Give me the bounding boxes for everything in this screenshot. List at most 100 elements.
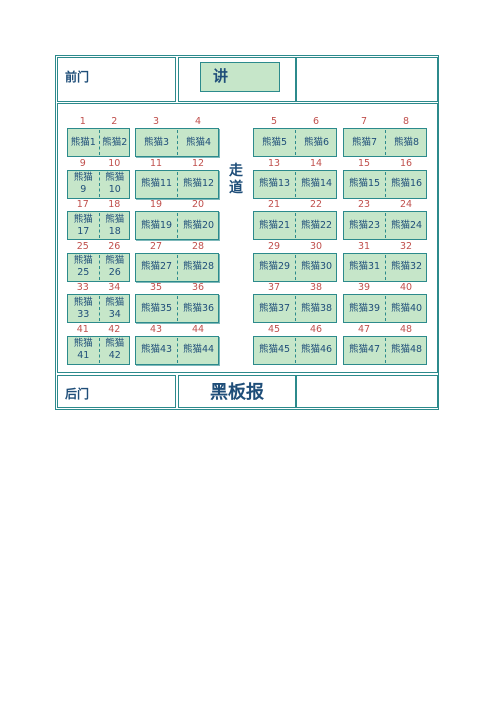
back-door-cell: 后门 <box>57 375 176 408</box>
seat-number: 21 <box>267 199 281 210</box>
desk: 熊猫39 熊猫40 <box>343 294 427 323</box>
seat-number: 15 <box>357 157 371 169</box>
seat-name[interactable]: 熊猫16 <box>390 178 423 189</box>
seat-number: 11 <box>149 157 163 169</box>
seat-number: 4 <box>194 116 202 127</box>
seat-number: 33 <box>76 282 89 293</box>
seat-name[interactable]: 熊猫40 <box>390 302 423 314</box>
seat-number: 5 <box>270 116 278 127</box>
desk: 熊猫19 熊猫20 <box>135 211 219 240</box>
seat-name[interactable]: 熊猫39 <box>348 302 381 314</box>
classroom-area <box>57 103 438 373</box>
seat-number: 45 <box>267 323 281 335</box>
seat-name[interactable]: 熊猫1 <box>70 136 96 148</box>
seat-name[interactable]: 熊猫14 <box>300 178 333 189</box>
seat-name[interactable]: 熊猫46 <box>300 344 333 355</box>
seat-number: 17 <box>76 199 89 210</box>
desk: 熊猫15 熊猫16 <box>343 169 427 199</box>
seat-name[interactable]: 熊猫8 <box>393 136 420 148</box>
seat-name[interactable]: 熊猫35 <box>140 302 173 314</box>
seat-name[interactable]: 熊猫30 <box>300 261 333 272</box>
podium: 讲 <box>200 62 280 92</box>
seat-name[interactable]: 熊猫23 <box>348 219 381 231</box>
seat-name[interactable]: 熊猫20 <box>182 219 215 231</box>
seat-name[interactable]: 熊猫22 <box>300 219 333 231</box>
seat-number: 42 <box>108 323 121 335</box>
seat-number: 28 <box>191 240 205 252</box>
seat-name[interactable]: 熊猫45 <box>258 344 291 355</box>
seat-name[interactable]: 熊猫38 <box>300 302 333 314</box>
seat-name[interactable]: 熊猫29 <box>258 261 291 272</box>
blackboard-cell <box>178 375 296 408</box>
seat-number: 13 <box>267 157 281 169</box>
seat-name[interactable]: 熊猫48 <box>390 344 423 355</box>
seat-number: 8 <box>402 116 410 127</box>
seat-name[interactable]: 熊猫11 <box>140 178 173 189</box>
seat-name[interactable]: 熊猫13 <box>258 178 291 189</box>
desk: 熊猫23 熊猫24 <box>343 211 427 240</box>
seat-number: 14 <box>309 157 323 169</box>
seat-name[interactable]: 熊猫28 <box>182 261 215 272</box>
seat-number: 31 <box>357 240 371 252</box>
desk: 熊猫1 熊猫2 <box>67 128 130 157</box>
seat-number: 3 <box>152 116 160 127</box>
desk: 熊猫43 熊猫44 <box>135 335 219 365</box>
seat-name[interactable]: 熊猫24 <box>390 219 423 231</box>
desk: 熊猫21 熊猫22 <box>253 211 337 240</box>
seat-name[interactable]: 熊猫6 <box>303 136 330 148</box>
seat-name[interactable]: 熊猫7 <box>351 136 378 148</box>
seat-number: 1 <box>79 116 86 127</box>
seat-number: 47 <box>357 323 371 335</box>
seat-number: 16 <box>399 157 413 169</box>
seat-name[interactable]: 熊猫15 <box>348 178 381 189</box>
footer-empty-cell <box>296 375 438 408</box>
seating-chart <box>55 55 439 410</box>
seat-name[interactable]: 熊猫31 <box>348 261 381 272</box>
seat-name[interactable]: 熊猫43 <box>140 344 173 355</box>
seat-number: 25 <box>76 240 89 252</box>
seat-number: 41 <box>76 323 89 335</box>
seat-name[interactable]: 熊猫36 <box>182 302 215 314</box>
seat-number: 35 <box>149 282 163 293</box>
desk: 熊猫35 熊猫36 <box>135 294 219 323</box>
seat-name[interactable]: 熊猫37 <box>258 302 291 314</box>
seat-number: 36 <box>191 282 205 293</box>
seat-name[interactable]: 熊猫47 <box>348 344 381 355</box>
seat-name[interactable]: 熊猫2 <box>102 136 128 148</box>
seat-number: 44 <box>191 323 205 335</box>
desk: 熊猫27 熊猫28 <box>135 252 219 282</box>
seat-number: 29 <box>267 240 281 252</box>
seat-name[interactable]: 熊猫19 <box>140 219 173 231</box>
seat-name[interactable]: 熊猫27 <box>140 261 173 272</box>
seat-name[interactable]: 熊猫21 <box>258 219 291 231</box>
seat-number: 22 <box>309 199 323 210</box>
seat-number: 20 <box>191 199 205 210</box>
seat-number: 48 <box>399 323 413 335</box>
seat-name[interactable]: 熊猫3 <box>143 136 170 148</box>
seat-name[interactable]: 熊猫4 <box>185 136 212 148</box>
seat-name[interactable]: 熊猫5 <box>261 136 288 148</box>
desk: 熊猫7 熊猫8 <box>343 128 427 157</box>
desk: 熊猫3 熊猫4 <box>135 128 219 157</box>
seat-name[interactable]: 熊猫12 <box>182 178 215 189</box>
desk: 熊猫11 熊猫12 <box>135 169 219 199</box>
seat-number: 26 <box>108 240 121 252</box>
seat-name[interactable]: 熊猫44 <box>182 344 215 355</box>
header-empty-cell <box>296 57 438 102</box>
seat-number: 24 <box>399 199 413 210</box>
seat-name[interactable]: 熊猫32 <box>390 261 423 272</box>
